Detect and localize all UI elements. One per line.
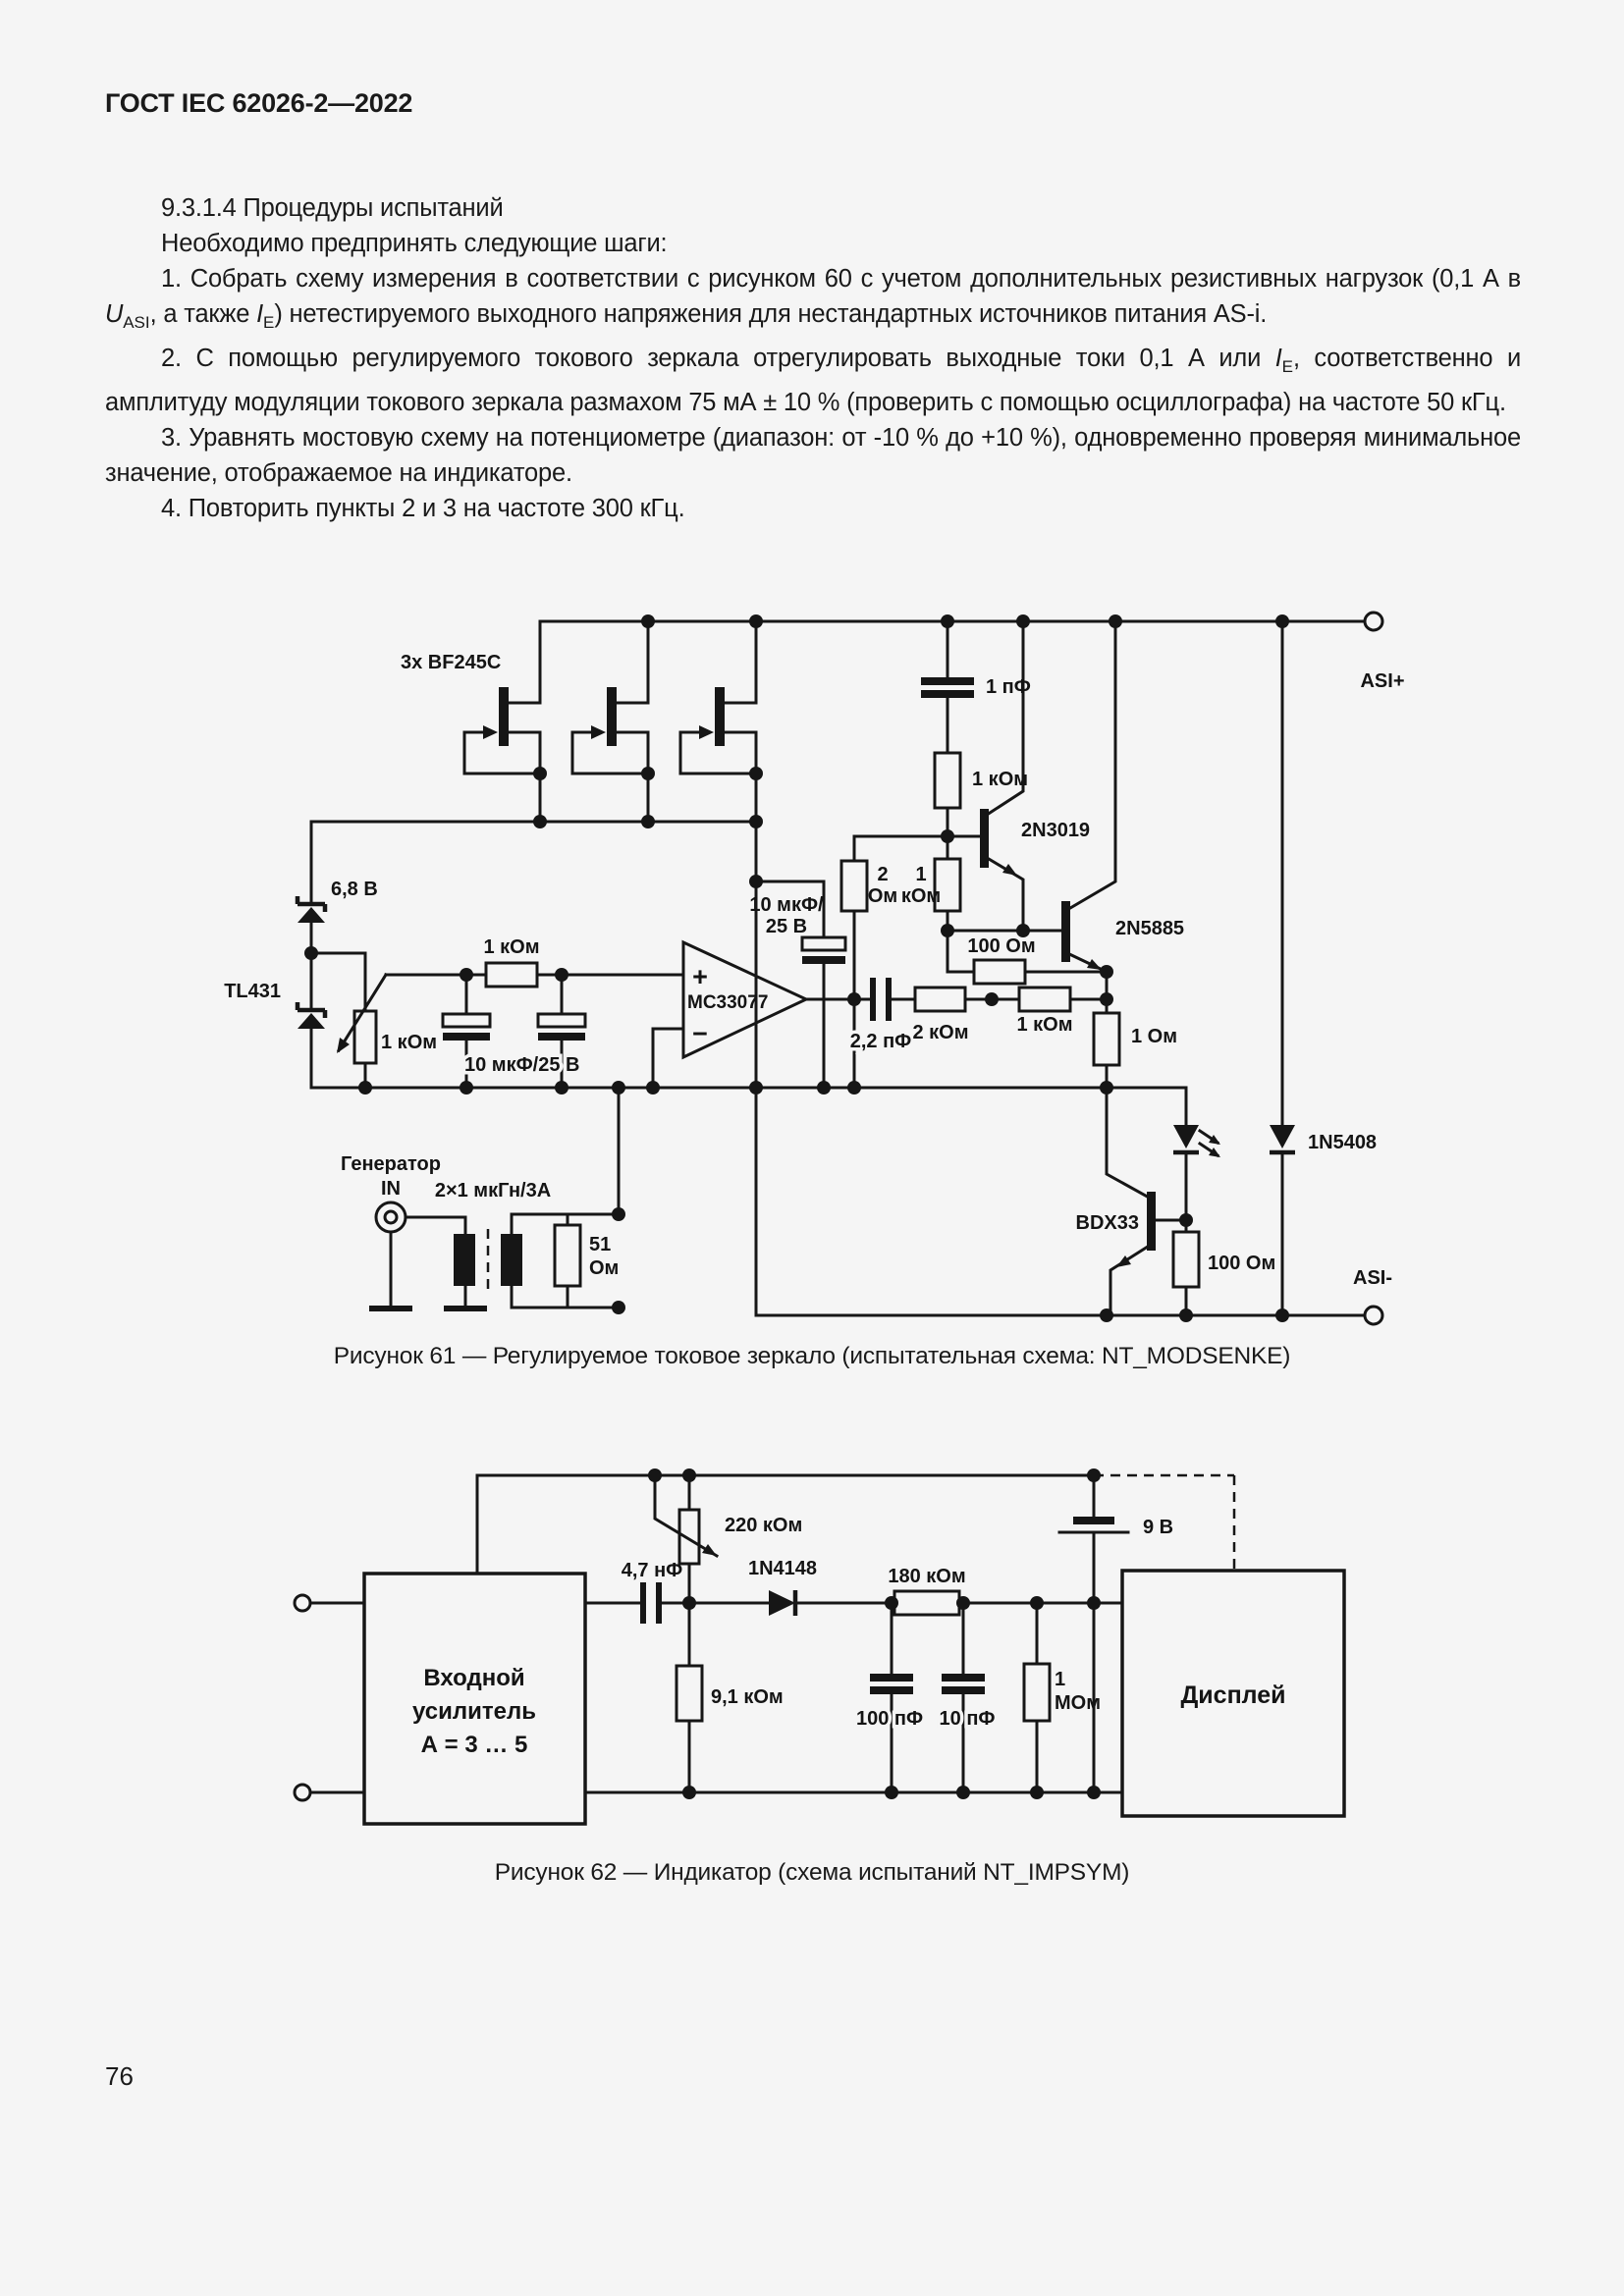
amp-label-3: А = 3 … 5 xyxy=(421,1732,528,1758)
r1k-label: 1 кОм xyxy=(972,769,1028,790)
page-header: ГОСТ IEC 62026-2—2022 xyxy=(105,88,413,118)
r100b-label: 100 Ом xyxy=(1208,1253,1275,1274)
transformer-label: 2×1 мкГн/3А xyxy=(435,1180,551,1201)
pot220-label: 220 кОм xyxy=(725,1515,802,1536)
fig61-wires xyxy=(295,611,1384,1326)
c1pf-label: 1 пФ xyxy=(986,676,1031,698)
r2k-label: 2 кОм xyxy=(912,1022,968,1043)
figure-61-schematic: 3x BF245C ASI+ ASI- 6,8 В TL431 1 кОм 1 … xyxy=(224,611,1405,1326)
fig62-labels: 220 кОм 4,7 нФ 1N4148 180 кОм 9,1 кОм 10… xyxy=(412,1515,1285,1758)
asi-minus-label: ASI- xyxy=(1353,1267,1392,1289)
cap-dec-label-1: 10 мкФ/ xyxy=(749,894,824,916)
r51-label-2: Ом xyxy=(589,1257,619,1279)
c10-label: 10 пФ xyxy=(940,1708,996,1730)
r100-label: 100 Ом xyxy=(967,935,1035,957)
q1-label: 2N3019 xyxy=(1021,820,1090,841)
jfet-label: 3x BF245C xyxy=(401,652,501,673)
asi-plus-label: ASI+ xyxy=(1360,670,1404,692)
r1mom-label-2: МОм xyxy=(1055,1692,1101,1714)
c22-label: 2,2 пФ xyxy=(850,1031,912,1052)
r1k3-label: 1 кОм xyxy=(1016,1014,1072,1036)
figure-62-schematic: 220 кОм 4,7 нФ 1N4148 180 кОм 9,1 кОм 10… xyxy=(293,1468,1346,1826)
tl431-label: TL431 xyxy=(224,981,281,1002)
amp-label-1: Входной xyxy=(423,1665,524,1691)
r180-label: 180 кОм xyxy=(888,1566,965,1587)
cap-dec-label-2: 25 В xyxy=(766,916,807,937)
paragraph: 9.3.1.4 Процедуры испытаний xyxy=(161,194,504,222)
r1kom-label-2: кОм xyxy=(901,885,941,907)
fig61-junction-dots xyxy=(304,614,1289,1322)
r2om-label-2: Ом xyxy=(868,885,897,907)
q3-label: BDX33 xyxy=(1076,1212,1139,1234)
d1n4148-label: 1N4148 xyxy=(748,1558,817,1579)
r2om-label-1: 2 xyxy=(877,864,888,885)
figure-62-caption: Рисунок 62 — Индикатор (схема испытаний … xyxy=(494,1859,1130,1886)
cap-in-label: 10 мкФ/25 В xyxy=(464,1054,579,1076)
fig61-labels: 3x BF245C ASI+ ASI- 6,8 В TL431 1 кОм 1 … xyxy=(224,652,1404,1289)
paragraph: 3. Уравнять мостовую схему на потенциоме… xyxy=(105,424,1521,487)
fig62-junction-dots xyxy=(648,1468,1101,1799)
r1mom-label-1: 1 xyxy=(1055,1669,1065,1690)
generator-label-2: IN xyxy=(381,1178,401,1200)
paragraph: 4. Повторить пункты 2 и 3 на частоте 300… xyxy=(161,495,685,522)
zener-label: 6,8 В xyxy=(331,879,378,900)
opamp-minus: − xyxy=(692,1019,708,1048)
r-in-label: 1 кОм xyxy=(483,936,539,958)
display-label: Дисплей xyxy=(1180,1682,1285,1709)
figure-61-caption: Рисунок 61 — Регулируемое токовое зеркал… xyxy=(333,1343,1291,1369)
r1kom-label-1: 1 xyxy=(915,864,926,885)
r51-label-1: 51 xyxy=(589,1234,611,1255)
paragraph: 2. С помощью регулируемого токового зерк… xyxy=(105,345,1521,416)
pot-label: 1 кОм xyxy=(381,1032,437,1053)
fig62-wires xyxy=(293,1468,1346,1826)
battery-label: 9 В xyxy=(1143,1517,1173,1538)
q2-label: 2N5885 xyxy=(1115,918,1184,939)
paragraph: 1. Собрать схему измерения в соответстви… xyxy=(105,265,1521,332)
d1-label: 1N5408 xyxy=(1308,1132,1377,1153)
opamp-label: MC33077 xyxy=(687,992,768,1013)
generator-label-1: Генератор xyxy=(341,1153,441,1175)
c100-label: 100 пФ xyxy=(856,1708,923,1730)
amp-label-2: усилитель xyxy=(412,1698,536,1725)
opamp-plus: + xyxy=(692,962,708,991)
page-number: 76 xyxy=(105,2061,134,2091)
r91-label: 9,1 кОм xyxy=(711,1686,784,1708)
c47-label: 4,7 нФ xyxy=(622,1560,683,1581)
r1om-label: 1 Ом xyxy=(1131,1026,1177,1047)
paragraph: Необходимо предпринять следующие шаги: xyxy=(161,230,668,257)
